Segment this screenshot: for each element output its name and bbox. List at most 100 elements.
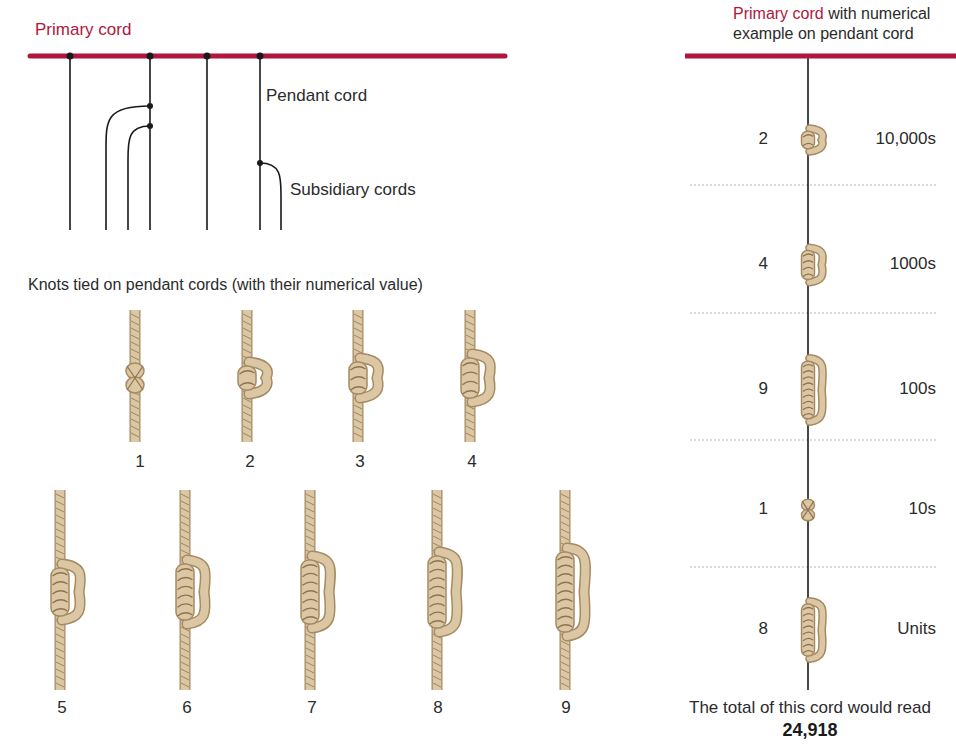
rope-twist xyxy=(181,543,189,547)
knot-wrap xyxy=(53,582,68,585)
knot-wrap xyxy=(558,608,573,611)
knot-wrap xyxy=(803,267,813,269)
divider xyxy=(690,440,938,441)
rope-twist xyxy=(433,543,441,547)
rope-twist xyxy=(306,655,314,659)
rope-twist xyxy=(354,321,362,325)
rope-twist xyxy=(306,515,314,519)
rope-twist xyxy=(181,550,189,554)
knot xyxy=(349,310,378,442)
cord-label: Pendant cord xyxy=(266,86,367,106)
place-value: 10s xyxy=(909,499,936,519)
rope-twist xyxy=(466,314,474,318)
rope-twist xyxy=(56,494,64,498)
rope-twist xyxy=(131,328,139,332)
joint-dot xyxy=(147,103,153,109)
rope-twist xyxy=(243,405,251,409)
subsidiary-cord xyxy=(106,106,150,230)
joint-dot xyxy=(147,123,153,129)
divider xyxy=(690,567,938,568)
rope-twist xyxy=(561,669,569,673)
knot-wrap xyxy=(558,557,573,560)
knot-value: 5 xyxy=(57,698,66,718)
knot-body xyxy=(802,361,815,419)
rope-twist xyxy=(181,494,189,498)
knot-wrap xyxy=(178,586,193,589)
knot-wrap xyxy=(53,609,68,612)
knot-wrap xyxy=(303,608,318,611)
place-value: 100s xyxy=(899,379,936,399)
rope-twist xyxy=(56,529,64,533)
knot-wrap xyxy=(240,383,255,386)
rope-twist xyxy=(466,342,474,346)
rope-twist xyxy=(433,648,441,652)
knot-body xyxy=(802,131,815,148)
rope-twist xyxy=(561,641,569,645)
place-value: Units xyxy=(897,619,936,639)
knot-wrap xyxy=(463,391,478,394)
knot-wrap xyxy=(303,582,318,585)
rope-twist xyxy=(56,683,64,687)
rope-twist xyxy=(306,529,314,533)
rope-twist xyxy=(433,655,441,659)
knot-wrap xyxy=(240,371,255,374)
subsidiary-cord xyxy=(128,126,150,230)
knot-drawings xyxy=(51,128,823,690)
rope-twist xyxy=(433,536,441,540)
pendant-cord xyxy=(206,56,208,230)
knot-wrap xyxy=(803,261,813,263)
knot xyxy=(802,499,815,521)
rope-twist xyxy=(561,655,569,659)
rope-twist xyxy=(561,683,569,687)
rope-twist xyxy=(131,314,139,318)
rope-twist xyxy=(131,405,139,409)
rope-twist xyxy=(56,508,64,512)
pendant-cord xyxy=(149,56,151,230)
knot-wrap xyxy=(178,613,193,616)
knot-wrap xyxy=(303,565,318,568)
divider xyxy=(690,313,938,314)
rope-twist xyxy=(243,412,251,416)
rope-twist xyxy=(243,419,251,423)
rope-twist xyxy=(306,494,314,498)
knot-wrap xyxy=(803,407,813,409)
rope-twist xyxy=(466,433,474,437)
rope-twist xyxy=(56,522,64,526)
rope-twist xyxy=(306,683,314,687)
rope-twist xyxy=(466,412,474,416)
rope-twist xyxy=(243,426,251,430)
joint-dot xyxy=(204,53,211,60)
knot xyxy=(126,310,144,442)
rope-twist xyxy=(354,335,362,339)
rope-twist xyxy=(561,662,569,666)
cord-schematic xyxy=(70,56,281,230)
rope-twist xyxy=(56,536,64,540)
rope-twist xyxy=(354,419,362,423)
knot-body xyxy=(51,568,69,616)
knot-wrap xyxy=(803,645,813,647)
joint-dot xyxy=(257,160,263,166)
rope-twist xyxy=(131,398,139,402)
rope-twist xyxy=(561,529,569,533)
rope-twist xyxy=(306,634,314,638)
knot-wrap xyxy=(430,569,445,572)
rope-twist xyxy=(306,543,314,547)
knot-wrap xyxy=(53,573,68,576)
rope-twist xyxy=(131,412,139,416)
rope-twist xyxy=(131,321,139,325)
knot-wrap xyxy=(803,414,813,416)
rope-twist xyxy=(306,662,314,666)
knot-value: 1 xyxy=(135,452,144,472)
rope-twist xyxy=(131,335,139,339)
knot-value: 9 xyxy=(561,698,570,718)
cord-label: Subsidiary cords xyxy=(290,180,416,200)
place-value: 10,000s xyxy=(876,129,937,149)
knot-wrap xyxy=(53,600,68,603)
knot xyxy=(461,310,490,442)
rope-twist xyxy=(56,669,64,673)
rope-twist xyxy=(181,669,189,673)
rope-twist xyxy=(433,529,441,533)
rope-twist xyxy=(433,683,441,687)
rope-twist xyxy=(181,508,189,512)
knot-wrap xyxy=(803,389,813,391)
